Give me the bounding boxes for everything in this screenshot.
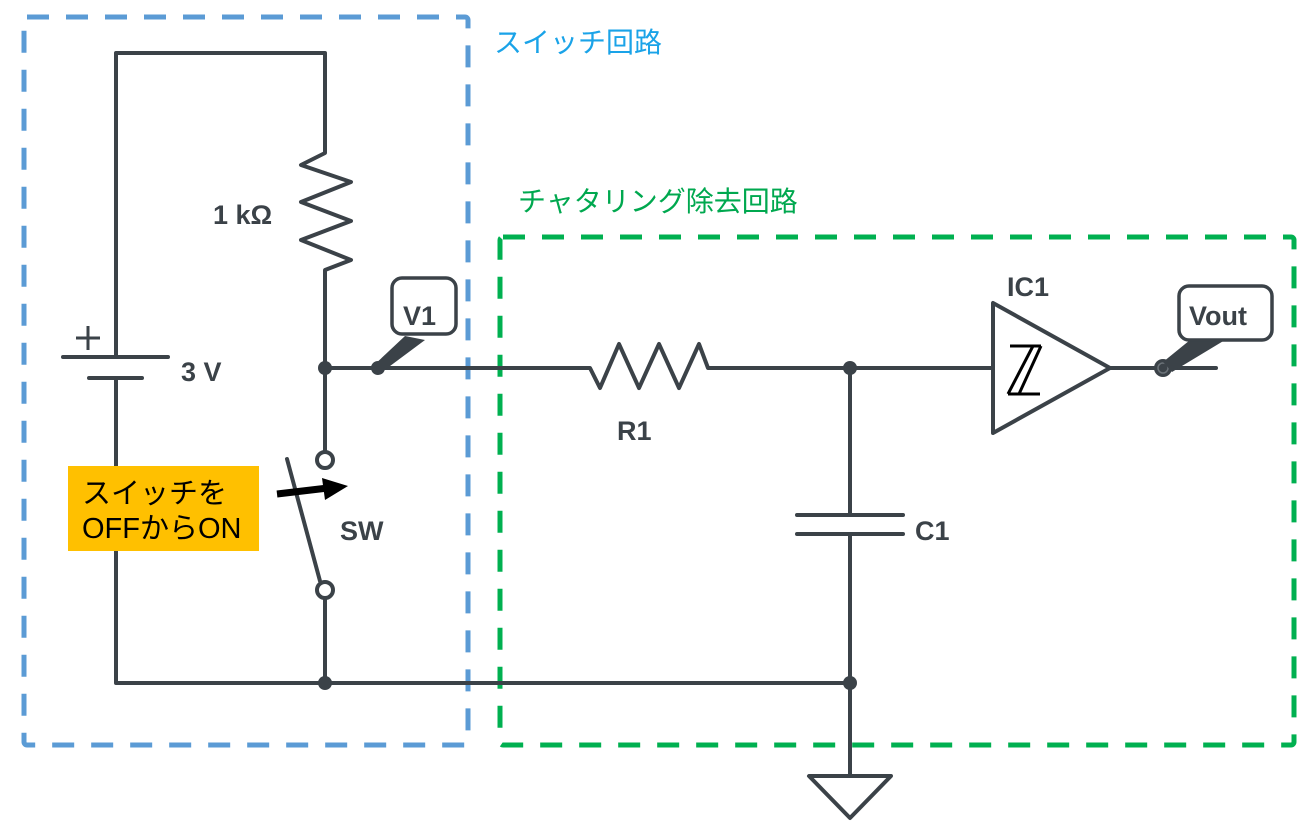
switch-circuit-title: スイッチ回路 (494, 26, 662, 59)
debounce-circuit-title: チャタリング除去回路 (518, 185, 798, 218)
junction-dot (843, 676, 857, 690)
annotation-callout: スイッチを OFFからON (68, 466, 259, 551)
switch-contact-bottom (315, 580, 335, 600)
ic1-label: IC1 (1007, 272, 1049, 302)
pullup-resistor-symbol (299, 148, 353, 370)
junction-dot (318, 676, 332, 690)
v1-probe-label: V1 (403, 301, 436, 331)
annotation-line1: スイッチを (82, 478, 227, 510)
ground-icon (807, 774, 893, 820)
vout-probe-label: Vout (1189, 301, 1247, 331)
r1-resistor-symbol (578, 342, 852, 390)
v1-probe[interactable]: V1 (371, 276, 458, 375)
switch-circuit-boundary (21, 14, 471, 748)
switch-contact-top (315, 450, 335, 470)
switch-lever (285, 457, 322, 583)
pullup-resistor-label: 1 kΩ (213, 200, 272, 230)
battery-symbol (61, 326, 170, 380)
vout-probe[interactable]: Vout (1154, 284, 1274, 377)
battery-label: 3 V (181, 357, 222, 387)
c1-label: C1 (915, 516, 950, 546)
debounce-circuit-boundary (497, 234, 1297, 748)
schmitt-trigger-icon (1006, 344, 1043, 396)
r1-label: R1 (617, 416, 652, 446)
switch-label: SW (340, 516, 384, 546)
switch-action-arrow-icon (276, 478, 348, 500)
ic1-buffer-symbol (991, 301, 1112, 435)
annotation-line2: OFFからON (82, 513, 242, 545)
wire-top-loop (114, 51, 327, 357)
